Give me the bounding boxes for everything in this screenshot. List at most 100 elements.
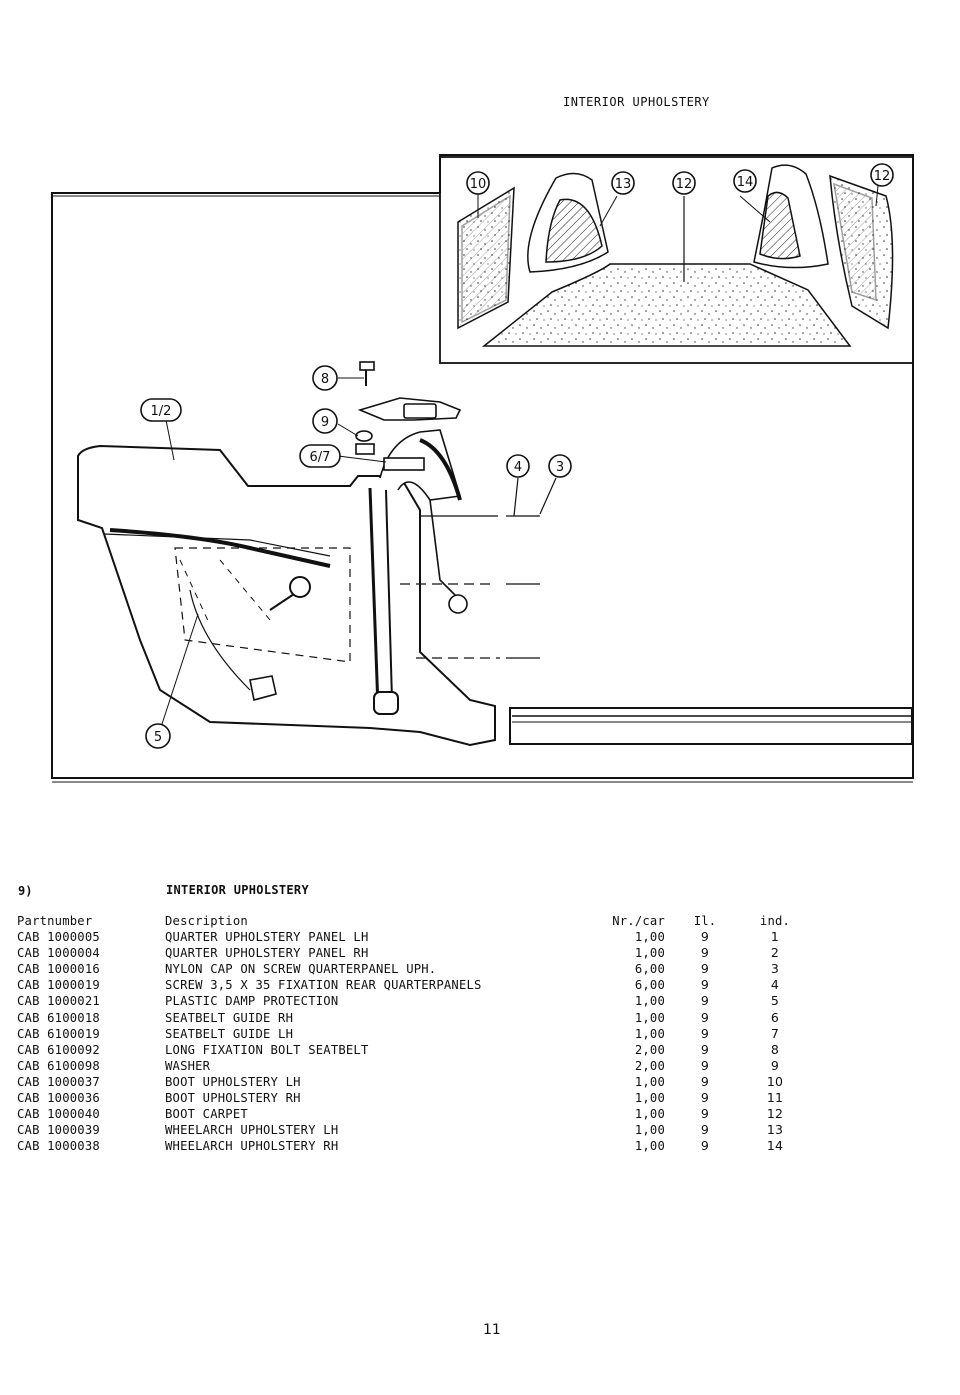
cell-description: SCREW 3,5 X 35 FIXATION REAR QUARTERPANE… xyxy=(165,978,482,993)
callout-label: 13 xyxy=(615,177,632,192)
cell-description: QUARTER UPHOLSTERY PANEL RH xyxy=(165,946,369,961)
cell-qty: 6,00 xyxy=(634,962,665,977)
table-row: CAB 6100098 WASHER 2,00 9 9 xyxy=(17,1058,805,1074)
cell-qty: 1,00 xyxy=(634,1074,665,1089)
cell-description: LONG FIXATION BOLT SEATBELT xyxy=(165,1042,369,1057)
cell-il: 9 xyxy=(700,929,710,945)
callout-8 xyxy=(312,365,338,391)
cell-description: BOOT UPHOLSTERY LH xyxy=(165,1074,301,1089)
cell-partnumber: CAB 6100018 xyxy=(17,1010,100,1025)
cell-il: 9 xyxy=(700,1073,710,1089)
cell-qty: 2,00 xyxy=(634,1058,665,1073)
cell-partnumber: CAB 1000004 xyxy=(17,946,100,961)
cell-ind: 14 xyxy=(766,1138,784,1154)
cell-description: SEATBELT GUIDE LH xyxy=(165,1026,294,1041)
cell-partnumber: CAB 1000040 xyxy=(17,1107,100,1122)
callout-12-b xyxy=(870,163,894,187)
callout-5 xyxy=(145,723,171,749)
cell-partnumber: CAB 1000005 xyxy=(17,930,100,945)
callout-labels: 10 13 12 14 12 8 1/2 9 6/7 4 3 5 xyxy=(151,169,891,745)
cell-qty: 1,00 xyxy=(634,1107,665,1122)
cell-il: 9 xyxy=(700,1057,710,1073)
callout-4 xyxy=(506,454,530,478)
callout-label: 3 xyxy=(556,460,564,475)
parts-table-body: CAB 1000005 QUARTER UPHOLSTERY PANEL LH 1,… xyxy=(17,929,805,1154)
cell-ind: 1 xyxy=(770,929,780,945)
callout-13 xyxy=(611,171,635,195)
callout-label: 6/7 xyxy=(310,450,331,465)
cell-il: 9 xyxy=(700,1025,710,1041)
cell-description: QUARTER UPHOLSTERY PANEL LH xyxy=(165,930,369,945)
callout-label: 12 xyxy=(874,169,891,184)
cell-ind: 11 xyxy=(766,1090,784,1106)
cell-ind: 9 xyxy=(770,1057,780,1073)
cell-qty: 1,00 xyxy=(634,1026,665,1041)
cell-partnumber: CAB 1000036 xyxy=(17,1091,100,1106)
callout-12 xyxy=(672,171,696,195)
cell-description: BOOT UPHOLSTERY RH xyxy=(165,1091,301,1106)
cell-ind: 5 xyxy=(770,993,780,1009)
table-row: CAB 1000019 SCREW 3,5 X 35 FIXATION REAR … xyxy=(17,977,805,993)
cell-description: NYLON CAP ON SCREW QUARTERPANEL UPH. xyxy=(165,962,437,977)
cell-qty: 2,00 xyxy=(634,1042,665,1057)
callout-1-2 xyxy=(140,398,182,422)
callout-label: 10 xyxy=(470,177,487,192)
cell-qty: 1,00 xyxy=(634,1139,665,1154)
callout-label: 12 xyxy=(676,177,693,192)
callout-label: 14 xyxy=(737,175,754,190)
cell-description: WASHER xyxy=(165,1058,211,1073)
cell-ind: 12 xyxy=(766,1106,784,1122)
cell-partnumber: CAB 1000039 xyxy=(17,1123,100,1138)
callout-14 xyxy=(733,169,757,193)
table-header-row: Partnumber Description Nr./car Il. ind. xyxy=(17,913,805,929)
cell-il: 9 xyxy=(700,993,710,1009)
table-row: CAB 6100092 LONG FIXATION BOLT SEATBELT 2,… xyxy=(17,1042,805,1058)
cell-il: 9 xyxy=(700,961,710,977)
exploded-view-diagram: 10 13 12 14 12 8 1/2 9 6/7 4 3 5 xyxy=(51,154,914,783)
cell-ind: 7 xyxy=(770,1025,780,1041)
cell-il: 9 xyxy=(700,977,710,993)
cell-description: WHEELARCH UPHOLSTERY LH xyxy=(165,1123,339,1138)
cell-qty: 1,00 xyxy=(634,930,665,945)
cell-partnumber: CAB 6100098 xyxy=(17,1058,100,1073)
table-row: CAB 1000005 QUARTER UPHOLSTERY PANEL LH 1,… xyxy=(17,929,805,945)
cell-qty: 6,00 xyxy=(634,978,665,993)
cell-il: 9 xyxy=(700,1122,710,1138)
sill-strip xyxy=(509,707,913,745)
seatbelt-hardware xyxy=(355,361,462,471)
cell-il: 9 xyxy=(700,1041,710,1057)
cell-ind: 4 xyxy=(770,977,780,993)
col-header-il: Il. xyxy=(693,914,717,928)
cell-il: 9 xyxy=(700,945,710,961)
cell-description: PLASTIC DAMP PROTECTION xyxy=(165,994,339,1009)
callout-circles xyxy=(140,163,894,749)
cell-il: 9 xyxy=(700,1090,710,1106)
callout-label: 4 xyxy=(514,460,522,475)
callout-10 xyxy=(466,171,490,195)
cell-partnumber: CAB 1000016 xyxy=(17,962,100,977)
cell-description: WHEELARCH UPHOLSTERY RH xyxy=(165,1139,339,1154)
cell-partnumber: CAB 6100092 xyxy=(17,1042,100,1057)
fixing-lines xyxy=(400,477,557,659)
quarter-panel-drawing xyxy=(77,429,496,747)
table-row: CAB 6100019 SEATBELT GUIDE LH 1,00 9 7 xyxy=(17,1026,805,1042)
col-header-description: Description xyxy=(165,914,248,928)
section-title: INTERIOR UPHOLSTERY xyxy=(166,883,309,897)
col-header-qty: Nr./car xyxy=(612,914,665,928)
cell-ind: 13 xyxy=(766,1122,784,1138)
callout-label: 5 xyxy=(154,730,162,745)
section-number: 9) xyxy=(18,884,33,898)
cell-ind: 8 xyxy=(770,1041,780,1057)
cell-partnumber: CAB 1000019 xyxy=(17,978,100,993)
cell-partnumber: CAB 1000037 xyxy=(17,1074,100,1089)
cell-partnumber: CAB 6100019 xyxy=(17,1026,100,1041)
callout-label: 1/2 xyxy=(151,404,172,419)
cell-ind: 3 xyxy=(770,961,780,977)
cell-description: BOOT CARPET xyxy=(165,1107,248,1122)
cell-ind: 2 xyxy=(770,945,780,961)
